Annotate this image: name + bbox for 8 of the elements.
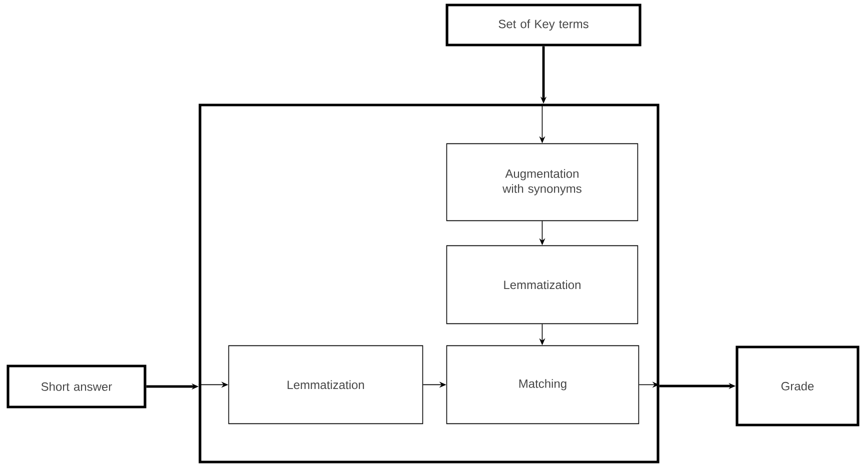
system-box <box>198 104 660 464</box>
input-output-box: Set of Key terms <box>446 4 642 46</box>
input-output-box: Short answer <box>6 364 146 408</box>
input-output-box: Grade <box>736 346 860 426</box>
process-box: Lemmatization <box>446 245 638 324</box>
process-box: Augmentation with synonyms <box>446 143 638 222</box>
process-box: Lemmatization <box>228 345 424 424</box>
process-box: Matching <box>446 345 640 424</box>
